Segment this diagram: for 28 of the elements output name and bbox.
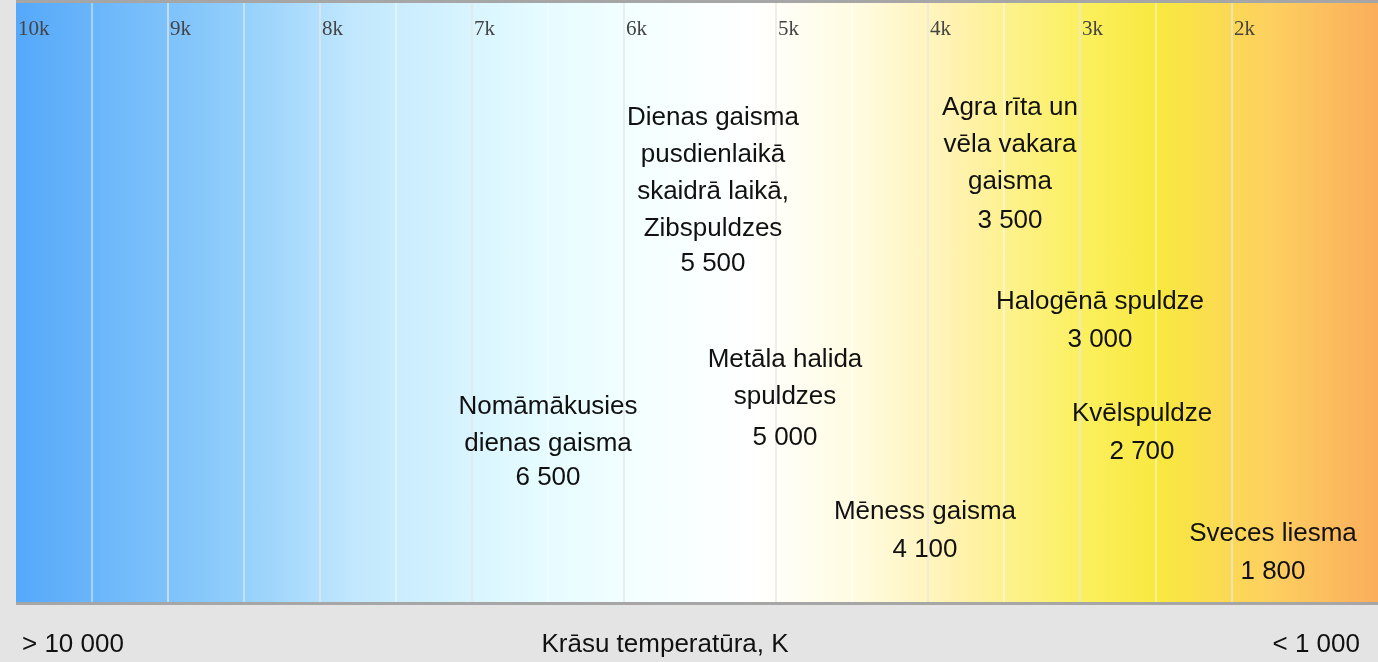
tick-label: 10k	[18, 16, 50, 41]
light-source-label: Mēness gaisma	[832, 494, 1018, 527]
tick-label: 6k	[626, 16, 647, 41]
tick-label: 9k	[170, 16, 191, 41]
light-source-label: Metāla halida spuldzes	[706, 342, 864, 412]
light-source-label: Dienas gaisma pusdienlaikā skaidrā laikā, Zibspuldzes	[626, 100, 800, 244]
tick-label: 4k	[930, 16, 951, 41]
axis-title: Krāsu temperatūra, K	[541, 628, 789, 659]
temperature-value: 3 000	[1066, 322, 1134, 355]
temperature-value: 5 000	[751, 420, 819, 453]
temperature-value: 4 100	[891, 532, 959, 565]
light-source-label: Sveces liesma	[1188, 516, 1358, 549]
light-source-label: Nomāmākusies dienas gaisma	[457, 389, 639, 459]
tick-label: 2k	[1234, 16, 1255, 41]
light-source-label: Agra rīta un vēla vakara gaisma	[941, 90, 1079, 197]
temperature-value: 6 500	[514, 460, 582, 493]
tick-label: 3k	[1082, 16, 1103, 41]
temperature-value: 1 800	[1239, 554, 1307, 587]
scale-end-label: > 10 000	[22, 628, 124, 659]
tick-label: 5k	[778, 16, 799, 41]
temperature-value: 5 500	[679, 246, 747, 279]
scale-end-label: < 1 000	[1272, 628, 1360, 659]
tick-label: 7k	[474, 16, 495, 41]
light-source-label: Halogēnā spuldze	[994, 284, 1206, 317]
temperature-value: 3 500	[976, 203, 1044, 236]
tick-label: 8k	[322, 16, 343, 41]
light-source-label: Kvēlspuldze	[1070, 396, 1214, 429]
temperature-value: 2 700	[1108, 434, 1176, 467]
